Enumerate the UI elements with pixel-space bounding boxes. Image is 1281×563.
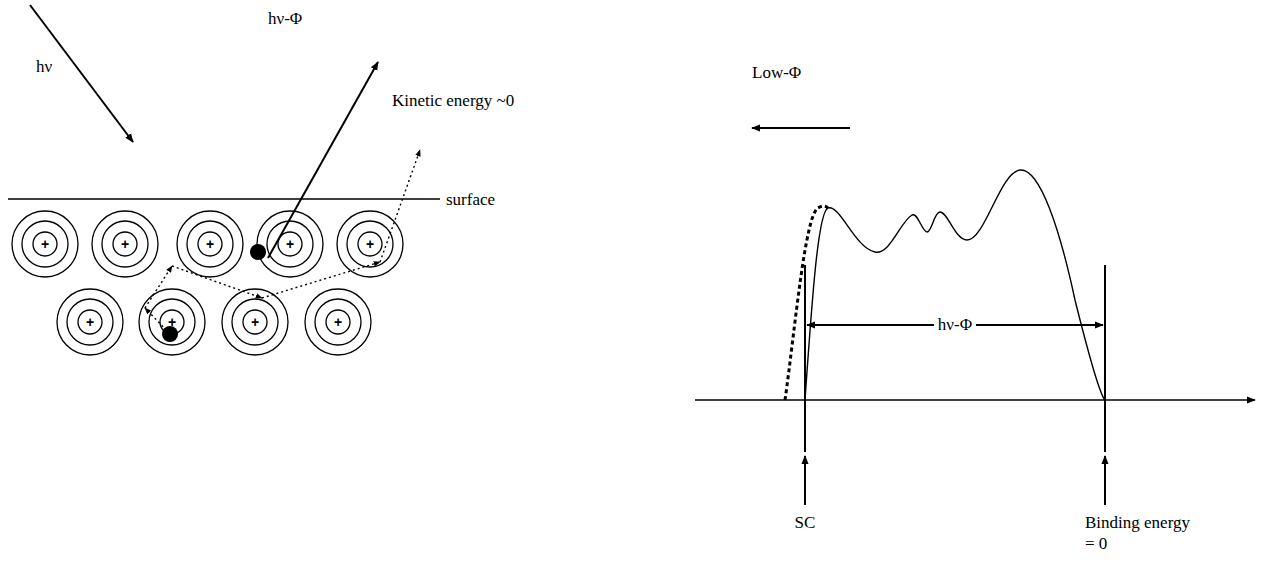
atom-shell [278, 232, 302, 256]
atom-shell [12, 211, 78, 277]
nucleus-sign: + [86, 315, 94, 329]
electron-energy-label: hν-Φ [268, 8, 302, 29]
electron-dot [250, 244, 266, 260]
cutoff-label: SC [795, 512, 816, 533]
atom-shell [232, 299, 278, 345]
nucleus-sign: + [168, 315, 176, 329]
shift-arrow [752, 127, 850, 129]
atom-shell [326, 310, 350, 334]
electron-arrow [268, 62, 378, 258]
atom-shell [315, 299, 361, 345]
atom-shell [337, 211, 403, 277]
photon-label: hν [36, 56, 52, 77]
pointer-arrow [1104, 456, 1106, 505]
atom-shell [139, 289, 205, 355]
atom-shell [57, 289, 123, 355]
width-label: hν-Φ [934, 314, 976, 335]
atom-shell [67, 299, 113, 345]
photon-arrow [30, 5, 133, 142]
atom-shell [358, 232, 382, 256]
atom-shell [187, 221, 233, 267]
surface-line [8, 198, 440, 200]
atom-shell [347, 221, 393, 267]
atom-shell [177, 211, 243, 277]
shift-label: Low-Φ [752, 62, 801, 83]
nucleus-sign: + [334, 315, 342, 329]
nucleus-sign: + [251, 315, 259, 329]
cutoff-line [804, 265, 806, 452]
atom-shell [257, 211, 323, 277]
atom-lattice [12, 211, 403, 355]
atom-shell [222, 289, 288, 355]
atom-shell [305, 289, 371, 355]
scattering-path [145, 150, 420, 334]
nucleus-sign: + [366, 237, 374, 251]
atom-shell [22, 221, 68, 267]
kinetic-energy-label: Kinetic energy ~0 [392, 90, 514, 111]
spectrum-curve [805, 170, 1105, 400]
atom-shell [243, 310, 267, 334]
atom-shell [113, 232, 137, 256]
binding-energy-label: Binding energy = 0 [1085, 512, 1203, 555]
pointer-arrow [804, 456, 806, 505]
nucleus-sign: + [286, 237, 294, 251]
fermi-line [1104, 265, 1106, 452]
atom-shell [267, 221, 313, 267]
nucleus-sign: + [206, 237, 214, 251]
energy-axis [695, 399, 1255, 401]
atom-shell [33, 232, 57, 256]
shifted-spectrum [785, 206, 828, 400]
atom-shell [198, 232, 222, 256]
atom-shell [78, 310, 102, 334]
nucleus-sign: + [121, 237, 129, 251]
surface-label: surface [446, 189, 495, 210]
atom-shell [102, 221, 148, 267]
nucleus-sign: + [41, 237, 49, 251]
atom-shell [149, 299, 195, 345]
atom-shell [92, 211, 158, 277]
